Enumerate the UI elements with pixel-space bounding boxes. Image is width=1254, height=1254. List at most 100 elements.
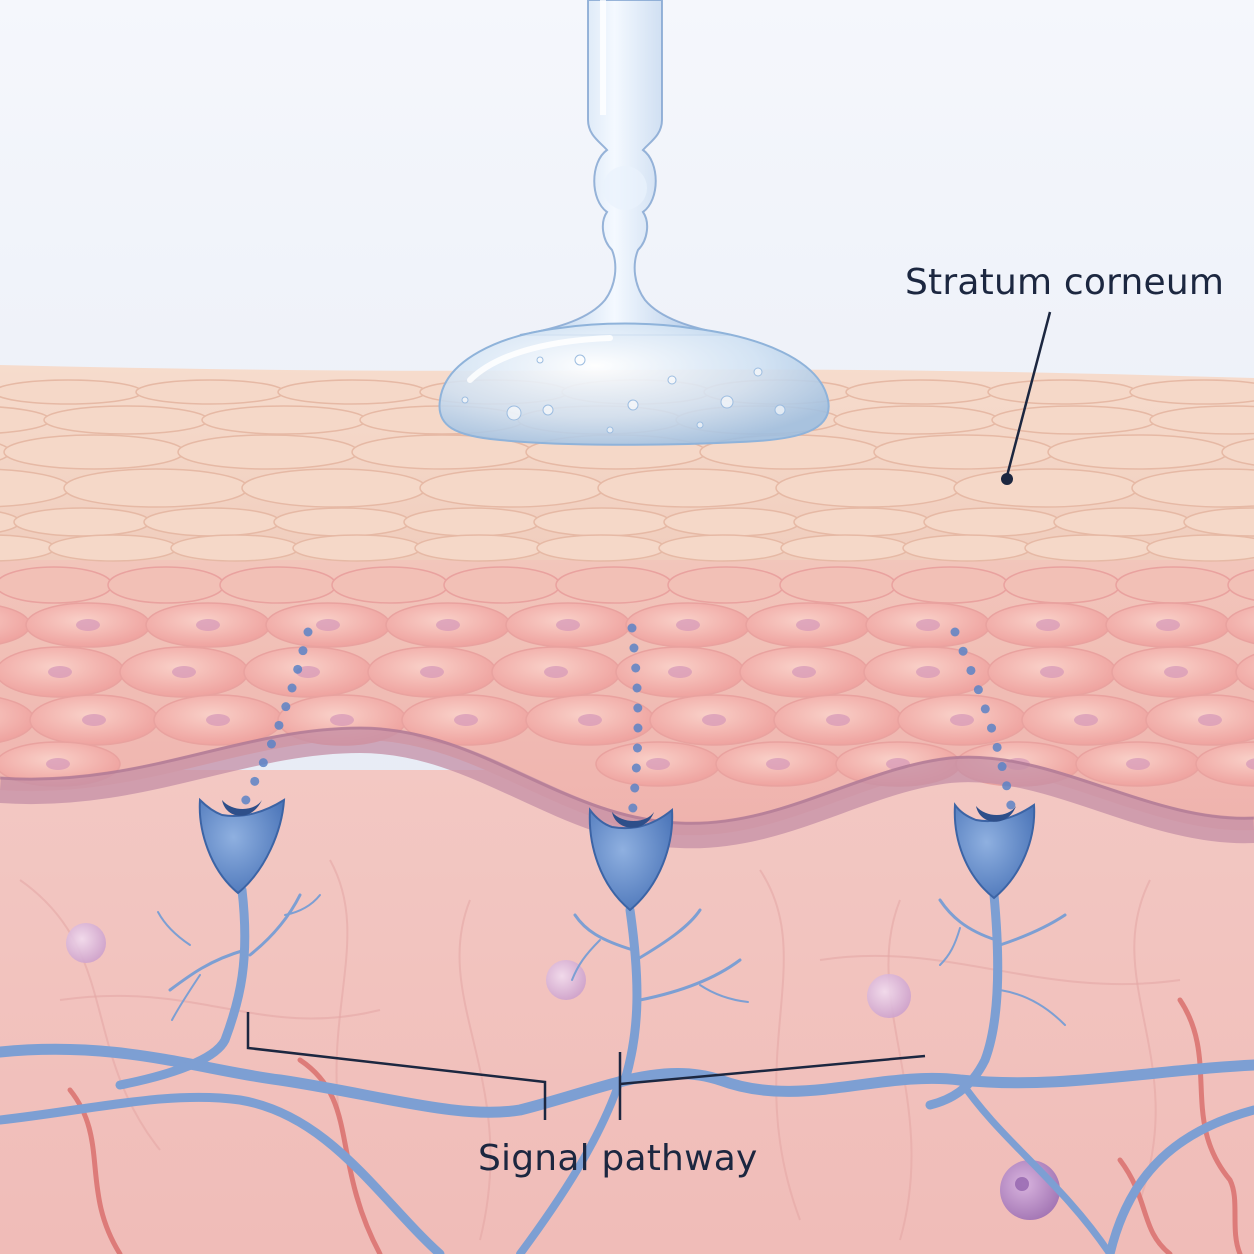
signal-particle <box>281 702 291 712</box>
cell-nucleus <box>1246 758 1254 770</box>
signal-particle <box>274 720 284 730</box>
receptor-icon <box>953 802 1036 900</box>
signal-particle <box>627 623 637 633</box>
corneum-flake <box>403 507 541 537</box>
cell-nucleus <box>646 758 670 770</box>
corneum-flake <box>845 379 995 405</box>
cell-nucleus <box>702 714 726 726</box>
corneum-flake <box>1047 434 1229 470</box>
cell-nucleus <box>206 714 230 726</box>
corneum-flake <box>953 468 1139 508</box>
corneum-flake <box>43 405 209 435</box>
signal-particle <box>632 683 642 693</box>
corneum-flakes <box>0 379 1254 562</box>
corneum-flake <box>63 468 249 508</box>
immune-cell-icon <box>66 923 1060 1220</box>
cell-nucleus <box>544 666 568 678</box>
cell-nucleus <box>316 619 340 631</box>
signal-particles <box>241 623 1016 813</box>
corneum-flake <box>991 405 1157 435</box>
cell-nucleus <box>330 714 354 726</box>
cell-nucleus <box>1074 714 1098 726</box>
nerve-fiber-right <box>925 890 1067 1110</box>
signal-particle <box>1002 781 1012 791</box>
cell-nucleus <box>792 666 816 678</box>
corneum-flake <box>170 534 300 562</box>
signal-particle <box>633 703 643 713</box>
signal-particle <box>632 743 642 753</box>
cell-nucleus <box>916 666 940 678</box>
epidermal-cell <box>1225 605 1254 645</box>
signal-pathway-bracket <box>246 1012 926 1120</box>
epidermal-cell <box>331 566 449 604</box>
corneum-flake <box>135 379 285 405</box>
corneum-flake <box>536 534 666 562</box>
corneum-flake <box>273 507 411 537</box>
cell-nucleus <box>668 666 692 678</box>
corneum-flake <box>0 379 143 405</box>
epidermal-cell <box>1235 653 1254 691</box>
signal-particle <box>266 739 276 749</box>
signal-particle <box>629 643 639 653</box>
corneum-flake <box>13 507 151 537</box>
receptor-icon <box>588 807 674 912</box>
cell-nucleus <box>1164 666 1188 678</box>
signal-particle <box>1006 800 1016 810</box>
cell-nucleus <box>578 714 602 726</box>
gel-droplet <box>438 322 830 446</box>
cell-nucleus <box>436 619 460 631</box>
corneum-flake <box>987 379 1137 405</box>
cell-nucleus <box>48 666 72 678</box>
cell-nucleus <box>796 619 820 631</box>
corneum-flake <box>177 434 359 470</box>
cell-nucleus <box>766 758 790 770</box>
signal-particle <box>980 704 990 714</box>
signal-particle <box>997 762 1007 772</box>
epidermal-cell <box>1003 566 1121 604</box>
cell-nucleus <box>196 619 220 631</box>
corneum-flake <box>775 468 961 508</box>
corneum-flake <box>48 534 178 562</box>
cell-nucleus <box>454 714 478 726</box>
signal-particle <box>992 742 1002 752</box>
corneum-flake <box>1183 507 1254 537</box>
corneum-flake <box>902 534 1032 562</box>
corneum-flake <box>873 434 1055 470</box>
corneum-flake <box>833 405 999 435</box>
corneum-flake <box>1129 379 1254 405</box>
cell-nucleus <box>676 619 700 631</box>
basement-membrane-edge <box>0 726 1254 825</box>
signal-particle <box>628 803 638 813</box>
epidermal-cell <box>555 566 673 604</box>
corneum-flake <box>780 534 910 562</box>
corneum-flake <box>1149 405 1254 435</box>
cell-nucleus <box>556 619 580 631</box>
stratum-corneum-leader <box>1001 311 1052 485</box>
nerve-fiber-left <box>115 885 321 1090</box>
cell-nucleus <box>826 714 850 726</box>
cell-nucleus <box>1126 758 1150 770</box>
epidermal-cell <box>0 566 113 604</box>
corneum-flake <box>793 507 931 537</box>
corneum-flake <box>201 405 367 435</box>
nerve-fiber-center <box>571 905 749 1085</box>
corneum-flake <box>1146 534 1254 562</box>
signal-particle <box>630 783 640 793</box>
corneum-flake <box>1131 468 1254 508</box>
signal-pathway-label: Signal pathway <box>478 1138 758 1179</box>
corneum-flake <box>419 468 605 508</box>
epidermal-cell <box>1227 569 1254 601</box>
corneum-flake <box>277 379 427 405</box>
receptor-icon <box>198 797 286 895</box>
epidermal-cell <box>667 566 785 604</box>
corneum-flake <box>597 468 783 508</box>
cell-nucleus <box>82 714 106 726</box>
corneum-flake <box>1221 438 1254 466</box>
corneum-flake <box>663 507 801 537</box>
cell-nucleus <box>1198 714 1222 726</box>
corneum-flake <box>923 507 1061 537</box>
signal-particle <box>973 685 983 695</box>
corneum-flake <box>1024 534 1154 562</box>
